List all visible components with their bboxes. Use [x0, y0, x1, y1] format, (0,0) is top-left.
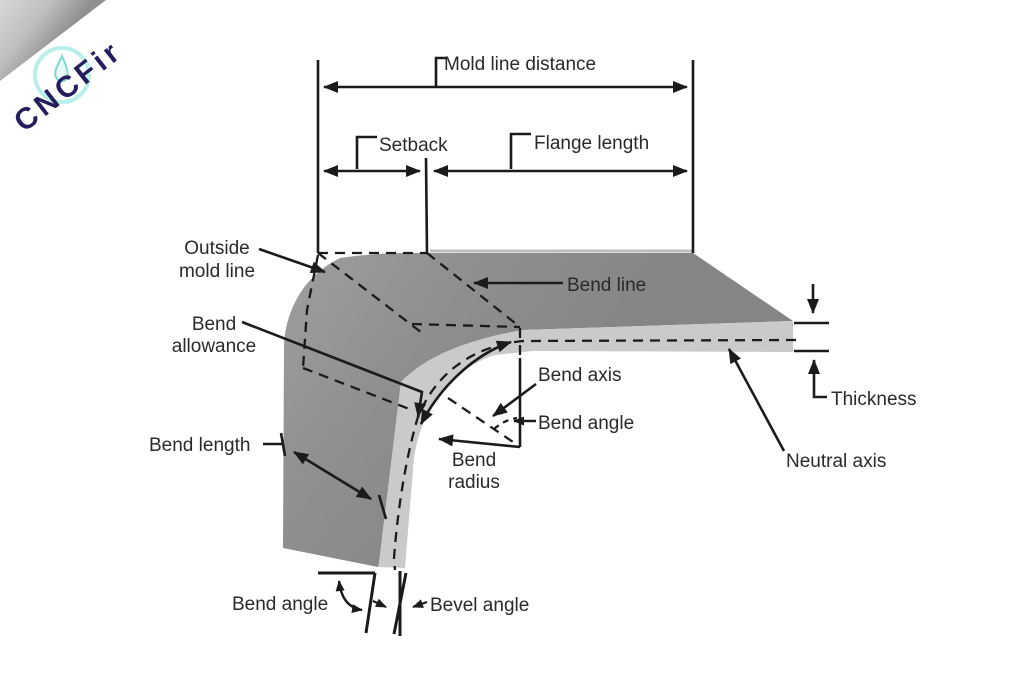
bend-length-tick-bottom — [377, 494, 388, 520]
metal-edge-band — [378, 321, 793, 568]
bend-radius-label-line1: Bend — [452, 450, 496, 471]
sheet-metal-part — [283, 249, 793, 568]
mold-line-distance-leader — [434, 56, 447, 86]
bevel-pointer-left — [372, 598, 387, 608]
bend-allowance-arc-arrow — [419, 340, 512, 425]
outside-mold-line-pointer — [258, 247, 326, 274]
bend-radius-arrow — [438, 434, 521, 449]
setback-label: Setback — [379, 135, 448, 156]
bend-angle-slanted-leg — [364, 572, 377, 634]
bend-length-arrow — [293, 450, 372, 501]
bevel-angle-label: Bevel angle — [430, 595, 529, 616]
neutral-axis-dashed — [392, 338, 797, 571]
gauge-icon — [33, 46, 91, 104]
bend-radius-label-line2: radius — [448, 472, 500, 493]
droplet-icon — [54, 53, 69, 83]
labels: Mold line distance Setback Flange length… — [149, 54, 917, 616]
extension-line-middle — [424, 157, 429, 254]
bend-angle-arc-arrow — [335, 580, 363, 613]
bend-length-dimension — [263, 432, 388, 520]
flange-tangent-dashed — [302, 366, 413, 412]
flange-length-label: Flange length — [534, 133, 649, 154]
flange-length-leader — [509, 132, 531, 169]
bend-axis-pointer — [492, 382, 537, 418]
thickness-arrow-up — [808, 359, 827, 399]
mold-line-box-front-dashed — [411, 322, 521, 329]
neutral-axis-pointer — [727, 348, 786, 452]
folded-corner — [0, 0, 106, 81]
bend-length-tick-top — [279, 432, 287, 457]
logo-area: CNCFir — [0, 0, 129, 139]
neutral-axis-label: Neutral axis — [786, 451, 886, 472]
thickness-label: Thickness — [831, 389, 917, 410]
mold-line-distance-label: Mold line distance — [444, 54, 596, 75]
bend-line-label: Bend line — [567, 275, 646, 296]
bottom-angle-figures — [318, 571, 428, 636]
metal-dark-surface — [283, 252, 793, 567]
thickness-dimension — [794, 284, 829, 399]
callout-arrows — [241, 247, 786, 452]
outside-mold-line-label-line2: mold line — [179, 261, 255, 282]
bevel-pointer-right — [412, 599, 428, 609]
bend-line-dashed — [426, 252, 521, 328]
left-extension-dashed — [301, 254, 320, 369]
bend-allowance-label-line2: allowance — [172, 336, 257, 357]
bend-allowance-label-line1: Bend — [192, 314, 236, 335]
outside-mold-line-dashed — [317, 252, 427, 337]
dimension-lines — [316, 56, 695, 254]
bevel-slanted-line — [392, 572, 408, 635]
bend-angle-label-bottom: Bend angle — [232, 594, 328, 615]
setback-leader — [355, 135, 377, 169]
bend-angle-arc-dashed — [493, 416, 518, 430]
bend-axis-label: Bend axis — [538, 365, 621, 386]
outside-mold-line-label-line1: Outside — [184, 238, 249, 259]
construction-lines — [301, 251, 797, 571]
bend-angle-label-middle: Bend angle — [538, 413, 634, 434]
bend-length-label: Bend length — [149, 435, 250, 456]
